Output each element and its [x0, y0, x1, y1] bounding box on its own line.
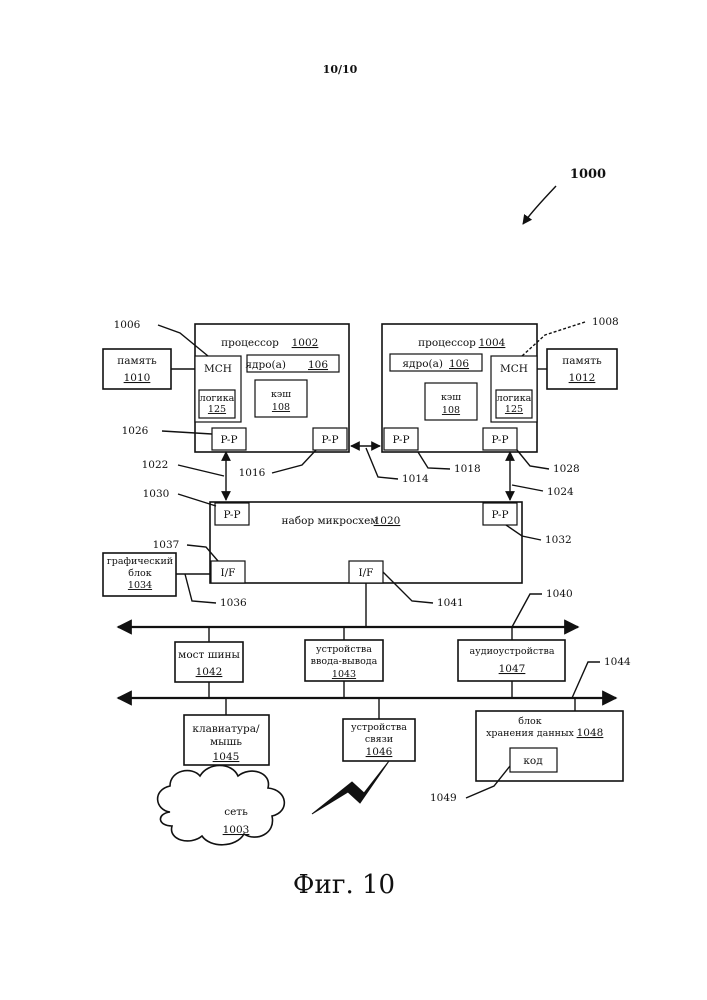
- io-devices-1043-num: 1043: [332, 669, 356, 680]
- ref-1006: 1006: [114, 319, 141, 331]
- ref-1032: 1032: [545, 534, 572, 546]
- graphics-1034-num: 1034: [128, 580, 152, 591]
- pp-1032-label: P-P: [491, 509, 508, 521]
- ref-1044: 1044: [604, 656, 631, 668]
- keyboard-1045-line2: мышь: [210, 736, 242, 748]
- ref-1040: 1040: [546, 588, 573, 600]
- cores-106-num-right: 106: [449, 358, 469, 370]
- network-num: 1003: [223, 824, 250, 836]
- ref-1022: 1022: [142, 459, 169, 471]
- page-number: 10/10: [323, 63, 358, 76]
- figure-ref-arrow: [523, 186, 556, 224]
- mch-1008-label: MCH: [500, 363, 528, 375]
- pp-1018-label: P-P: [392, 434, 409, 446]
- ref-1044-leader: [572, 662, 600, 698]
- processor-1004-label: процессор: [418, 337, 476, 349]
- memory-1012-label: память: [562, 355, 602, 367]
- processor-1002-num: 1002: [292, 337, 319, 349]
- bus-bridge-1042-num: 1042: [196, 666, 223, 678]
- if-1037-label: I/F: [221, 567, 236, 579]
- memory-1010-num: 1010: [124, 372, 151, 384]
- ref-1041: 1041: [437, 597, 464, 609]
- ref-1026: 1026: [122, 425, 149, 437]
- pp-1016-label: P-P: [321, 434, 338, 446]
- network-cloud: [158, 766, 285, 845]
- mch-1006-label: MCH: [204, 363, 232, 375]
- wireless-link-icon: [312, 761, 389, 814]
- memory-1010-label: память: [117, 355, 157, 367]
- io-devices-1043-line1: устройства: [316, 644, 372, 655]
- storage-1048-num: 1048: [577, 727, 604, 739]
- figure-ref-label: 1000: [570, 167, 606, 182]
- io-devices-1043-line2: ввода-вывода: [311, 656, 378, 667]
- chipset-1020-label: набор микросхем: [282, 515, 379, 527]
- ref-1016-leader: [272, 450, 316, 473]
- comm-1046-num: 1046: [366, 746, 393, 758]
- ref-1018-leader: [418, 452, 450, 469]
- figure-caption: Фиг. 10: [293, 870, 395, 900]
- pp-1030-label: P-P: [223, 509, 240, 521]
- processor-1004-num: 1004: [479, 337, 506, 349]
- if-1041-label: I/F: [359, 567, 374, 579]
- ref-1008: 1008: [592, 316, 619, 328]
- ref-1040-leader: [512, 594, 542, 627]
- bus-bridge-1042-label: мост шины: [178, 649, 240, 661]
- keyboard-1045-num: 1045: [213, 751, 240, 763]
- ref-1030: 1030: [143, 488, 170, 500]
- graphics-1034-line1: графический: [107, 556, 173, 567]
- network-label: сеть: [224, 806, 248, 818]
- ref-1028: 1028: [553, 463, 580, 475]
- audio-1047-num: 1047: [499, 663, 526, 675]
- ref-1036: 1036: [220, 597, 247, 609]
- ref-1016: 1016: [239, 467, 266, 479]
- cores-106-num-left: 106: [308, 359, 328, 371]
- logic-125-num-right: 125: [505, 404, 523, 415]
- graphics-1034-line2: блок: [128, 568, 151, 579]
- memory-1012-num: 1012: [569, 372, 596, 384]
- ref-1024: 1024: [547, 486, 574, 498]
- logic-125-label-left: логика: [200, 393, 235, 404]
- logic-125-num-left: 125: [208, 404, 226, 415]
- pp-1028-label: P-P: [491, 434, 508, 446]
- ref-1024-leader: [512, 485, 543, 491]
- ref-1030-leader: [178, 494, 216, 506]
- keyboard-1045-line1: клавиатура/: [192, 723, 260, 735]
- logic-125-label-right: логика: [497, 393, 532, 404]
- cache-108-label-left: кэш: [271, 389, 291, 400]
- ref-1037: 1037: [153, 539, 180, 551]
- ref-1028-leader: [517, 450, 549, 469]
- audio-1047-label: аудиоустройства: [469, 646, 554, 657]
- ref-1049: 1049: [430, 792, 457, 804]
- storage-1048-line2: хранения данных: [486, 728, 574, 739]
- comm-1046-line2: связи: [365, 734, 393, 745]
- cores-106-label-left: ядро(а): [245, 359, 286, 371]
- cache-108-num-left: 108: [272, 402, 290, 413]
- cache-108-num-right: 108: [442, 405, 460, 416]
- pp-1026-label: P-P: [220, 434, 237, 446]
- cores-106-label-right: ядро(а): [402, 358, 443, 370]
- ref-1022-leader: [178, 465, 224, 476]
- processor-1002-label: процессор: [221, 337, 279, 349]
- comm-1046-line1: устройства: [351, 722, 407, 733]
- chipset-1020-num: 1020: [374, 515, 401, 527]
- code-1049-label: код: [523, 755, 543, 767]
- storage-1048-line1: блок: [518, 716, 541, 727]
- cache-108-label-right: кэш: [441, 392, 461, 403]
- ref-1018: 1018: [454, 463, 481, 475]
- ref-1014: 1014: [402, 473, 429, 485]
